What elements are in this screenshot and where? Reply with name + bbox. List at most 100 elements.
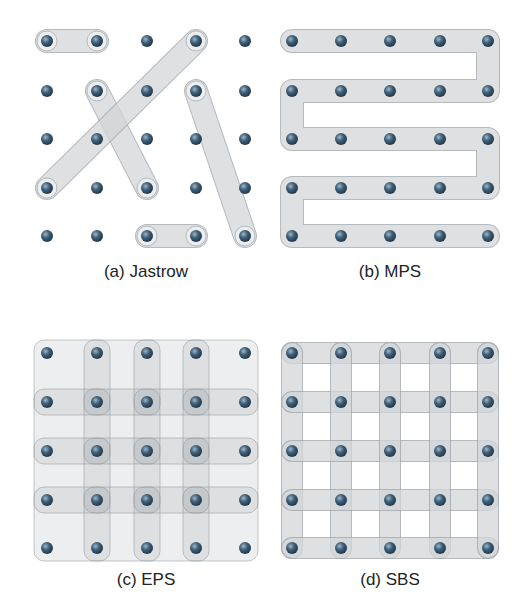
- band: [292, 41, 488, 236]
- band-ring: [37, 178, 57, 198]
- lattice-site: [384, 35, 396, 47]
- lattice-site: [239, 230, 251, 242]
- lattice-site: [91, 445, 103, 457]
- lattice-site: [434, 230, 446, 242]
- lattice-site: [91, 494, 103, 506]
- lattice-site: [141, 85, 153, 97]
- lattice-site: [434, 542, 446, 554]
- lattice-site: [239, 35, 251, 47]
- lattice-sites: [41, 35, 494, 554]
- panel-caption: (c) EPS: [117, 570, 176, 590]
- band-edge: [196, 91, 245, 236]
- lattice-site: [41, 85, 53, 97]
- lattice-site: [286, 85, 298, 97]
- band-ring: [137, 226, 157, 246]
- lattice-site: [482, 494, 494, 506]
- lattice-site: [141, 230, 153, 242]
- lattice-site: [384, 396, 396, 408]
- lattice-site: [239, 445, 251, 457]
- lattice-site: [482, 396, 494, 408]
- band-fill: [196, 91, 245, 236]
- lattice-site: [286, 396, 298, 408]
- lattice-site: [141, 542, 153, 554]
- lattice-site: [239, 182, 251, 194]
- band-fill: [292, 538, 488, 558]
- band-edge: [292, 41, 488, 236]
- lattice-site: [190, 182, 202, 194]
- lattice-site: [91, 542, 103, 554]
- lattice-site: [91, 85, 103, 97]
- band-edge: [429, 353, 451, 548]
- lattice-site: [434, 35, 446, 47]
- lattice-site: [41, 396, 53, 408]
- band-ring: [137, 178, 157, 198]
- lattice-site: [335, 85, 347, 97]
- lattice-site: [482, 182, 494, 194]
- panel-caption: (d) SBS: [360, 570, 420, 590]
- band-ring: [186, 31, 206, 51]
- lattice-site: [190, 542, 202, 554]
- band-edge: [47, 41, 196, 188]
- lattice-site: [286, 445, 298, 457]
- lattice-site: [41, 494, 53, 506]
- lattice-site: [482, 230, 494, 242]
- band-fill: [47, 41, 196, 188]
- lattice-site: [91, 182, 103, 194]
- lattice-site: [141, 347, 153, 359]
- lattice-site: [91, 347, 103, 359]
- lattice-site: [41, 182, 53, 194]
- lattice-site: [384, 347, 396, 359]
- lattice-site: [190, 396, 202, 408]
- lattice-site: [434, 494, 446, 506]
- lattice-site: [286, 230, 298, 242]
- panel-caption: (b) MPS: [359, 262, 421, 282]
- band-fill: [478, 353, 498, 548]
- band: [137, 226, 206, 246]
- lattice-site: [41, 542, 53, 554]
- lattice-site: [384, 85, 396, 97]
- band-ring: [186, 226, 206, 246]
- lattice-site: [482, 542, 494, 554]
- lattice-site: [335, 35, 347, 47]
- lattice-site: [141, 396, 153, 408]
- lattice-site: [239, 542, 251, 554]
- lattice-site: [482, 85, 494, 97]
- lattice-site: [335, 133, 347, 145]
- band-fill: [292, 41, 488, 236]
- lattice-site: [434, 347, 446, 359]
- lattice-site: [41, 35, 53, 47]
- lattice-site: [434, 445, 446, 457]
- lattice-site: [141, 182, 153, 194]
- lattice-site: [141, 445, 153, 457]
- lattice-site: [286, 494, 298, 506]
- band-edge: [477, 353, 499, 548]
- lattice-site: [141, 133, 153, 145]
- lattice-site: [141, 494, 153, 506]
- band-ring: [37, 31, 57, 51]
- lattice-site: [239, 494, 251, 506]
- lattice-site: [41, 133, 53, 145]
- lattice-site: [41, 445, 53, 457]
- band: [186, 81, 255, 246]
- lattice-site: [91, 396, 103, 408]
- band-edge: [379, 353, 401, 548]
- band-fill: [292, 490, 488, 510]
- lattice-site: [190, 85, 202, 97]
- bands: [34, 31, 488, 561]
- lattice-site: [482, 445, 494, 457]
- band-edge: [292, 537, 488, 559]
- lattice-site: [239, 85, 251, 97]
- lattice-site: [434, 133, 446, 145]
- lattice-site: [482, 35, 494, 47]
- panel-caption: (a) Jastrow: [104, 262, 188, 282]
- lattice-site: [384, 494, 396, 506]
- lattice-site: [239, 133, 251, 145]
- plaquette: [183, 487, 258, 561]
- lattice-site: [335, 182, 347, 194]
- band-ring: [235, 226, 255, 246]
- lattice-site: [434, 85, 446, 97]
- lattice-site: [384, 182, 396, 194]
- lattice-site: [286, 347, 298, 359]
- lattice-site: [286, 133, 298, 145]
